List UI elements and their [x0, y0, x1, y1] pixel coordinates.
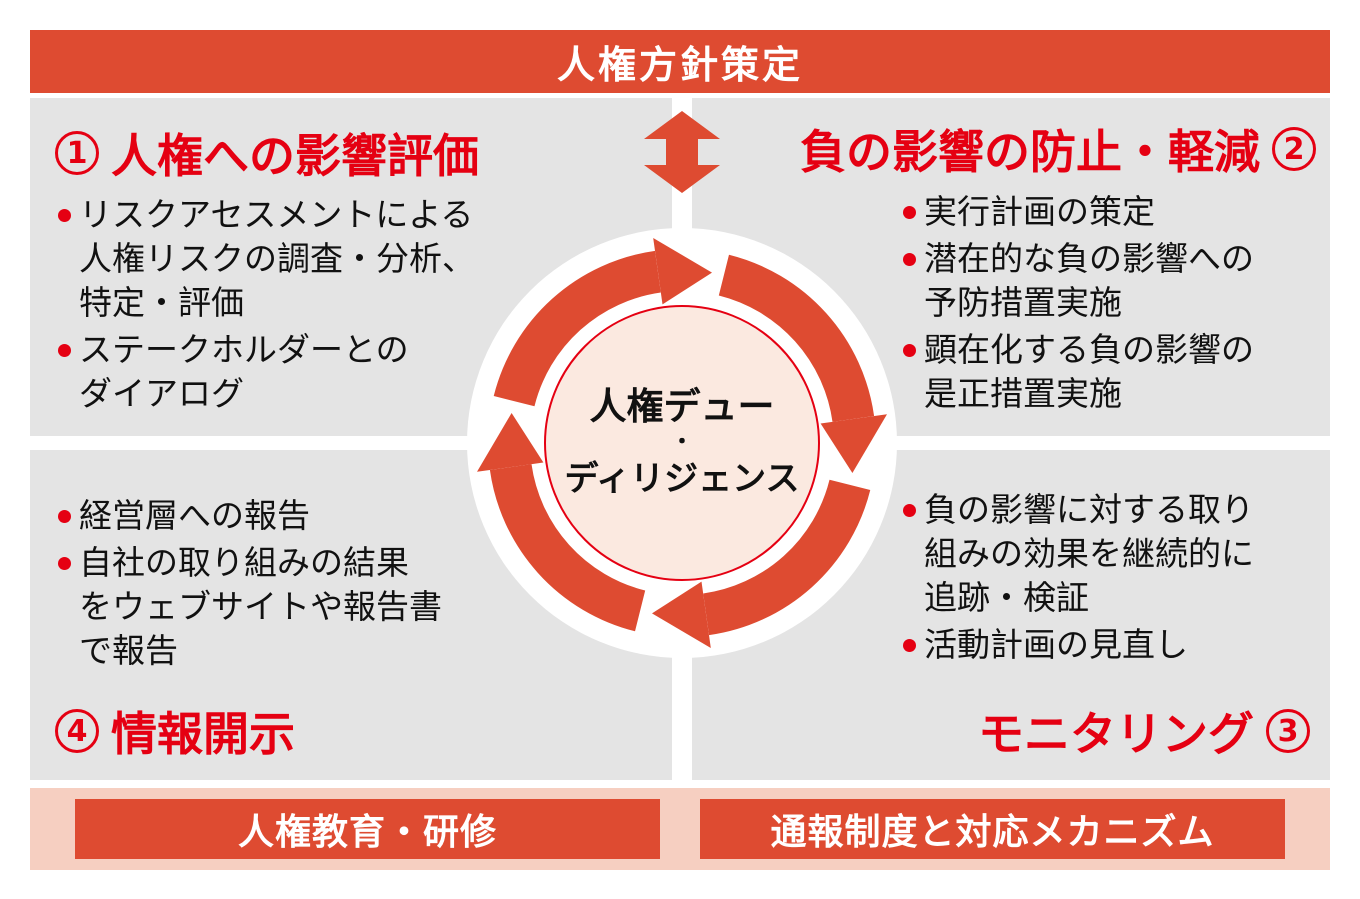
- education-training-banner: 人権教育・研修: [75, 799, 660, 859]
- bullet-item: 経営層への報告: [58, 494, 442, 538]
- bullet-item: リスクアセスメントによる 人権リスクの調査・分析、 特定・評価: [58, 193, 475, 325]
- cycle-arrow-segment: [493, 238, 712, 407]
- bullet-dot-icon: [58, 557, 71, 570]
- bullet-text: リスクアセスメントによる 人権リスクの調査・分析、 特定・評価: [79, 195, 475, 322]
- prevention-mitigation-bullet-list: 実行計画の策定 潜在的な負の影響への 予防措置実施 顕在化する負の影響の 是正措…: [903, 190, 1254, 416]
- prevention-mitigation-title-text: 負の影響の防止・軽減: [800, 125, 1260, 179]
- bullet-item: 自社の取り組みの結果 をウェブサイトや報告書 で報告: [58, 541, 442, 673]
- bullet-text: 負の影響に対する取り 組みの効果を継続的に 追跡・検証: [924, 490, 1254, 617]
- bullet-dot-icon: [903, 344, 916, 357]
- bullet-text: 顕在化する負の影響の 是正措置実施: [924, 330, 1254, 413]
- bullet-item: 活動計画の見直し: [903, 623, 1254, 667]
- circled-number-2-icon: 2: [1272, 127, 1316, 171]
- bullet-text: 潜在的な負の影響への 予防措置実施: [924, 239, 1254, 322]
- quadrant-prevention-mitigation: 負の影響の防止・軽減 2 実行計画の策定 潜在的な負の影響への 予防措置実施 顕…: [692, 98, 1330, 436]
- monitoring-title-text: モニタリング: [978, 707, 1254, 761]
- bullet-text: 実行計画の策定: [924, 192, 1155, 231]
- center-label-line2: ディリジェンス: [564, 459, 800, 499]
- bullet-dot-icon: [58, 209, 71, 222]
- bullet-item: ステークホルダーとの ダイアログ: [58, 328, 475, 416]
- education-training-banner-label: 人権教育・研修: [237, 812, 497, 853]
- circled-number-3-icon: 3: [1266, 709, 1310, 753]
- policy-banner: 人権方針策定: [30, 30, 1330, 93]
- cycle-arrow-segment: [718, 254, 887, 473]
- center-label-dot: ・: [670, 430, 693, 455]
- circled-number-4-icon: 4: [55, 709, 99, 753]
- bullet-item: 顕在化する負の影響の 是正措置実施: [903, 328, 1254, 416]
- center-label: 人権デュー ・ ディリジェンス: [545, 353, 819, 533]
- monitoring-title: モニタリング 3: [978, 698, 1310, 764]
- impact-assessment-title-text: 人権への影響評価: [111, 129, 479, 183]
- bullet-text: 自社の取り組みの結果 をウェブサイトや報告書 で報告: [79, 543, 442, 670]
- bullet-item: 負の影響に対する取り 組みの効果を継続的に 追跡・検証: [903, 488, 1254, 620]
- information-disclosure-title: 4 情報開示: [55, 698, 295, 764]
- impact-assessment-title: 1 人権への影響評価: [55, 120, 479, 186]
- center-label-line1: 人権デュー: [589, 385, 775, 428]
- bullet-dot-icon: [58, 344, 71, 357]
- prevention-mitigation-title: 負の影響の防止・軽減 2: [800, 116, 1316, 182]
- bullet-dot-icon: [58, 510, 71, 523]
- grievance-mechanism-banner-label: 通報制度と対応メカニズム: [770, 812, 1215, 853]
- bullet-dot-icon: [903, 504, 916, 517]
- bullet-text: 活動計画の見直し: [924, 625, 1188, 664]
- up-down-arrow-icon: [644, 111, 720, 193]
- bullet-dot-icon: [903, 639, 916, 652]
- bullet-dot-icon: [903, 253, 916, 266]
- center-circle: [544, 305, 820, 581]
- bullet-item: 実行計画の策定: [903, 190, 1254, 234]
- bullet-item: 潜在的な負の影響への 予防措置実施: [903, 237, 1254, 325]
- grievance-mechanism-banner: 通報制度と対応メカニズム: [700, 799, 1285, 859]
- bullet-text: 経営層への報告: [79, 496, 310, 535]
- bullet-text: ステークホルダーとの ダイアログ: [79, 330, 409, 413]
- bullet-dot-icon: [903, 206, 916, 219]
- cycle-arrow-segment: [477, 413, 646, 632]
- circled-number-1-icon: 1: [55, 131, 99, 175]
- cycle-arrows-graphic: [467, 228, 897, 658]
- policy-banner-label: 人権方針策定: [556, 43, 803, 87]
- information-disclosure-bullet-list: 経営層への報告 自社の取り組みの結果 をウェブサイトや報告書 で報告: [58, 494, 442, 673]
- bottom-band: 人権教育・研修 通報制度と対応メカニズム: [30, 788, 1330, 870]
- impact-assessment-bullet-list: リスクアセスメントによる 人権リスクの調査・分析、 特定・評価 ステークホルダー…: [58, 193, 475, 416]
- cycle-arrow-segment: [652, 479, 871, 648]
- information-disclosure-title-text: 情報開示: [111, 707, 295, 761]
- monitoring-bullet-list: 負の影響に対する取り 組みの効果を継続的に 追跡・検証 活動計画の見直し: [903, 488, 1254, 667]
